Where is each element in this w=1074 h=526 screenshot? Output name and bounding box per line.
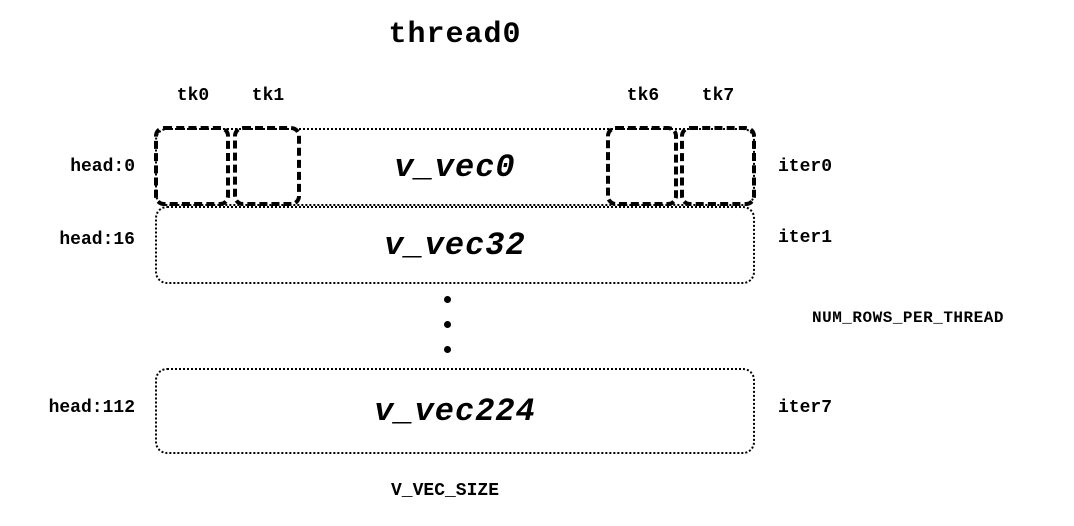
ellipsis-dot (444, 296, 451, 303)
tk0-label: tk0 (176, 86, 210, 106)
vec224-label: v_vec224 (374, 392, 536, 430)
iter1-label: iter1 (778, 228, 833, 248)
tk6-label: tk6 (626, 86, 660, 106)
tk6-box (606, 126, 678, 206)
vec-row-iter7: v_vec224 (155, 368, 755, 454)
ellipsis-dot (444, 346, 451, 353)
diagram-title: thread0 (388, 18, 522, 52)
iter7-label: iter7 (778, 398, 833, 418)
tk1-label: tk1 (251, 86, 285, 106)
head-offset-16-label: head:16 (59, 230, 135, 250)
tk7-box (680, 126, 756, 206)
vertical-ellipsis-icon (444, 296, 451, 353)
tk0-box (154, 126, 230, 206)
vec32-label: v_vec32 (384, 226, 526, 264)
iter0-label: iter0 (778, 157, 833, 177)
head-offset-0-label: head:0 (70, 157, 135, 177)
vec0-label: v_vec0 (394, 148, 516, 186)
tk7-label: tk7 (701, 86, 735, 106)
head-offset-112-label: head:112 (48, 398, 135, 418)
vec-row-iter1: v_vec32 (155, 206, 755, 284)
ellipsis-dot (444, 321, 451, 328)
tk1-box (233, 126, 301, 206)
v-vec-size-label: V_VEC_SIZE (390, 481, 500, 501)
num-rows-per-thread-label: NUM_ROWS_PER_THREAD (812, 309, 1004, 327)
